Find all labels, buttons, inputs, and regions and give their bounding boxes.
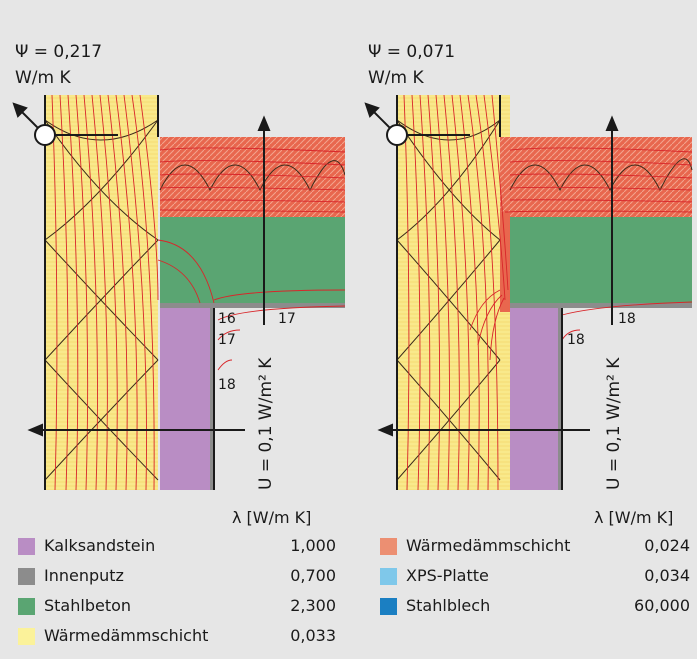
- psi-value-right: Ψ = 0,071: [368, 42, 456, 62]
- legend-label: Wärmedämmschicht: [44, 626, 209, 645]
- swatch-kalksandstein: [18, 538, 35, 555]
- left-isotherm-label-16: 16: [218, 311, 236, 327]
- left-flow-arrows: [12, 102, 271, 437]
- legend-value: 1,000: [290, 536, 336, 555]
- right-isotherm-label-18a: 18: [618, 311, 636, 327]
- legend-label: Wärmedämmschicht: [406, 536, 571, 555]
- legend-value: 0,700: [290, 566, 336, 585]
- legend-item-xps-platte: XPS-Platte 0,034: [380, 565, 690, 587]
- left-outline: [44, 95, 215, 490]
- right-isotherms: [403, 95, 693, 491]
- right-isotherm-labels: 18 18: [567, 311, 636, 348]
- swatch-waermedaemmschicht-yellow: [18, 628, 35, 645]
- swatch-stahlblech: [380, 598, 397, 615]
- right-outline: [396, 95, 563, 490]
- left-plaster: [210, 303, 214, 490]
- left-sand-lime-wall: [160, 303, 210, 490]
- left-isotherm-label-18: 18: [218, 377, 236, 393]
- left-concrete-slab: [160, 217, 345, 303]
- left-insulation-outlines: [44, 119, 345, 481]
- right-flow-arrows: [364, 102, 619, 437]
- right-sand-lime-wall: [510, 303, 558, 490]
- swatch-xps-platte: [380, 568, 397, 585]
- swatch-waermedaemmschicht-red: [380, 538, 397, 555]
- left-isotherm-label-17b: 17: [218, 332, 236, 348]
- right-plaster: [558, 303, 562, 490]
- left-ceiling-plaster: [160, 303, 345, 308]
- legend-label: Innenputz: [44, 566, 124, 585]
- legend-item-waermedaemmschicht-right: Wärmedämmschicht 0,024: [380, 535, 690, 557]
- right-isotherm-label-18b: 18: [567, 332, 585, 348]
- left-isotherm-label-17a: 17: [278, 311, 296, 327]
- right-u-label: U = 0,1 W/m² K: [604, 357, 624, 490]
- left-u-label: U = 0,1 W/m² K: [256, 357, 276, 490]
- left-detail: 16 17 17 18 U = 0,1 W/m² K: [12, 95, 345, 491]
- psi-unit-right: W/m K: [368, 68, 424, 88]
- right-insulation-outlines: [396, 119, 693, 481]
- right-reference-point-icon: [386, 124, 408, 146]
- legend-item-stahlbeton: Stahlbeton 2,300: [18, 595, 336, 617]
- legend-label: Kalksandstein: [44, 536, 156, 555]
- legend-value: 2,300: [290, 596, 336, 615]
- legend-label: XPS-Platte: [406, 566, 489, 585]
- right-edge-insulation: [500, 212, 510, 312]
- legend-left-header: λ [W/m K]: [232, 508, 312, 527]
- legend-item-kalksandstein: Kalksandstein 1,000: [18, 535, 336, 557]
- right-detail: 18 18 U = 0,1 W/m² K: [364, 95, 693, 491]
- psi-unit-left: W/m K: [15, 68, 71, 88]
- legend-value: 0,033: [290, 626, 336, 645]
- left-isotherms: [51, 95, 345, 491]
- legend-value: 60,000: [634, 596, 690, 615]
- left-reference-point-icon: [34, 124, 56, 146]
- legend-item-waermedaemmschicht-left: Wärmedämmschicht 0,033: [18, 625, 336, 647]
- swatch-innenputz: [18, 568, 35, 585]
- legend-label: Stahlblech: [406, 596, 491, 615]
- legend-item-stahlblech: Stahlblech 60,000: [380, 595, 690, 617]
- legend-item-innenputz: Innenputz 0,700: [18, 565, 336, 587]
- psi-value-left: Ψ = 0,217: [15, 42, 103, 62]
- right-concrete-slab: [510, 217, 692, 303]
- right-ceiling-plaster: [510, 303, 692, 308]
- legend-right-header: λ [W/m K]: [594, 508, 674, 527]
- left-isotherm-labels: 16 17 17 18: [218, 311, 296, 393]
- legend-value: 0,034: [644, 566, 690, 585]
- swatch-stahlbeton: [18, 598, 35, 615]
- legend-label: Stahlbeton: [44, 596, 132, 615]
- legend-value: 0,024: [644, 536, 690, 555]
